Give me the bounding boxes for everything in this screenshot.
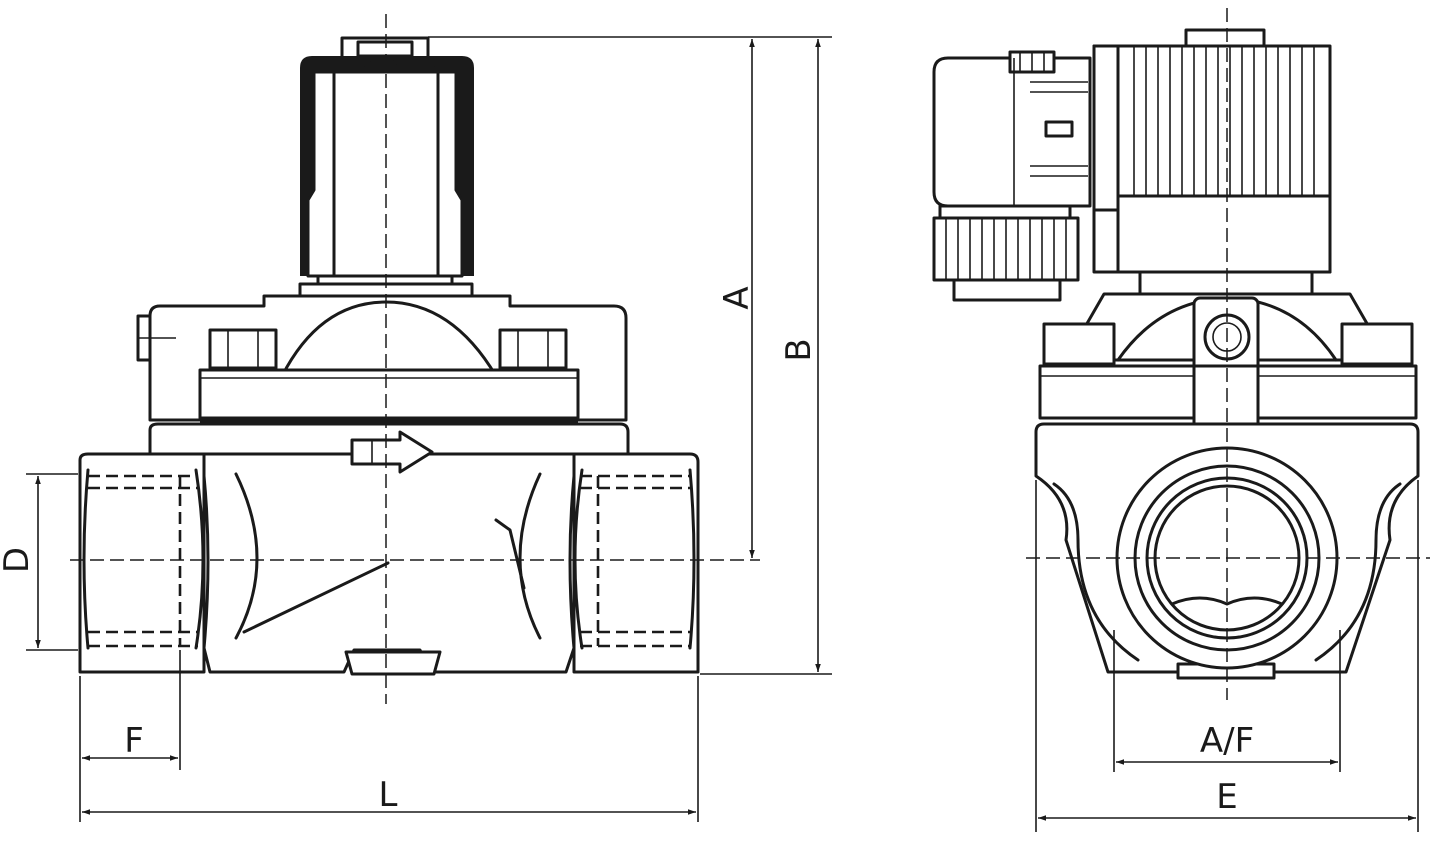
label-a: A: [717, 286, 757, 309]
label-l: L: [379, 775, 398, 815]
label-af: A/F: [1200, 721, 1254, 761]
top-nut-inner: [356, 40, 414, 58]
side-coil: [1092, 28, 1332, 296]
label-b: B: [779, 338, 819, 361]
bolt-right: [498, 328, 568, 370]
right-port: [572, 452, 700, 674]
side-dimensions: A/F E: [1035, 480, 1419, 832]
cable-gland: [932, 204, 1080, 302]
front-dimensions: A B D F L: [0, 36, 832, 822]
label-d: D: [0, 547, 37, 573]
front-view: [70, 14, 760, 704]
side-view: [932, 8, 1430, 700]
drain-plug: [344, 650, 442, 676]
left-port: [78, 452, 206, 674]
bolt-left: [208, 328, 278, 370]
solenoid-coil: [300, 56, 474, 278]
connector-plug: [932, 50, 1092, 208]
side-bolt-left: [1042, 322, 1116, 366]
side-bolt-right: [1340, 322, 1414, 366]
valve-body: [202, 452, 576, 676]
label-f: F: [124, 721, 144, 761]
label-e: E: [1216, 777, 1237, 817]
